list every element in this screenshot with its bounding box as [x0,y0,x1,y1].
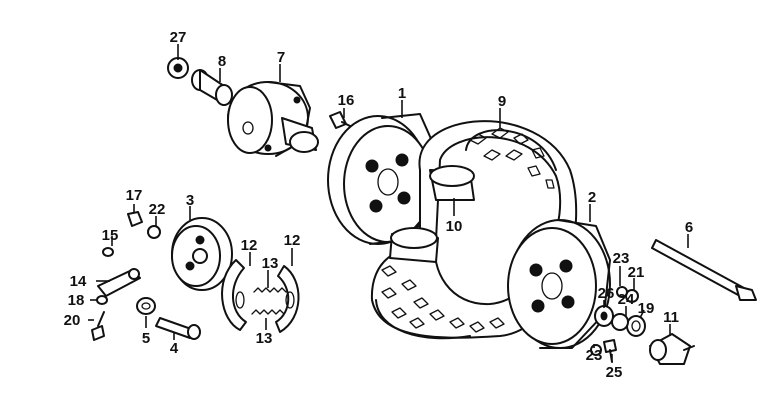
callout-22: 22 [149,201,166,218]
part-hub-7 [227,81,319,157]
part-gearbox-11 [649,333,695,365]
part-bearing-26 [594,305,614,327]
callout-24: 24 [618,291,635,308]
part-bolt-16 [329,111,355,129]
callout-15: 15 [102,227,119,244]
part-washer-23a [616,286,628,298]
part-washer-22 [147,225,161,239]
part-brake-panel-3 [171,217,233,291]
part-seal-5 [136,297,156,315]
callout-23b: 23 [586,347,603,364]
callout-23a: 23 [613,250,630,267]
callout-10: 10 [446,218,463,235]
callout-26: 26 [598,285,615,302]
part-seal-19 [626,315,646,337]
callout-5: 5 [142,330,150,347]
callout-13a: 13 [262,255,279,272]
part-rim-2 [507,219,611,349]
part-rim-1 [327,113,437,245]
part-brake-shoe-12a [221,259,247,331]
part-cam-4 [155,317,201,340]
part-bearing-27 [167,57,189,79]
callout-4: 4 [170,340,179,357]
leader-lines [88,44,689,362]
callout-20: 20 [64,312,81,329]
callout-21: 21 [628,264,645,281]
part-spring-13a [253,287,287,293]
callout-13b: 13 [256,330,273,347]
callout-12b: 12 [284,232,301,249]
callout-14: 14 [70,273,87,290]
part-tube-10 [389,165,475,263]
part-spring-13b [251,309,285,315]
part-spacer-8 [191,69,233,106]
part-washer-18 [96,295,108,305]
callout-labels: 27 8 7 16 1 9 10 2 6 17 3 22 15 12 12 13… [64,29,694,381]
callout-25: 25 [606,364,623,381]
part-brake-arm-14 [97,268,141,297]
part-brake-shoe-12b [275,265,300,333]
callout-27: 27 [170,29,187,46]
callout-12a: 12 [241,237,258,254]
callout-9: 9 [498,93,506,110]
callout-3: 3 [186,192,194,209]
part-pin-15 [102,247,114,257]
callout-19: 19 [638,300,655,317]
callout-8: 8 [218,53,226,70]
part-bolt-20 [91,311,105,341]
callout-2: 2 [588,189,596,206]
callout-18: 18 [68,292,85,309]
part-spacer-24 [611,313,629,331]
callout-7: 7 [277,49,285,66]
part-axle-6 [651,239,757,301]
part-screw-25 [603,339,617,363]
callout-1: 1 [398,85,406,102]
callout-6: 6 [685,219,693,236]
callout-11: 11 [663,309,679,326]
callout-17: 17 [126,187,143,204]
callout-16: 16 [338,92,355,109]
part-nut-17 [127,211,143,227]
